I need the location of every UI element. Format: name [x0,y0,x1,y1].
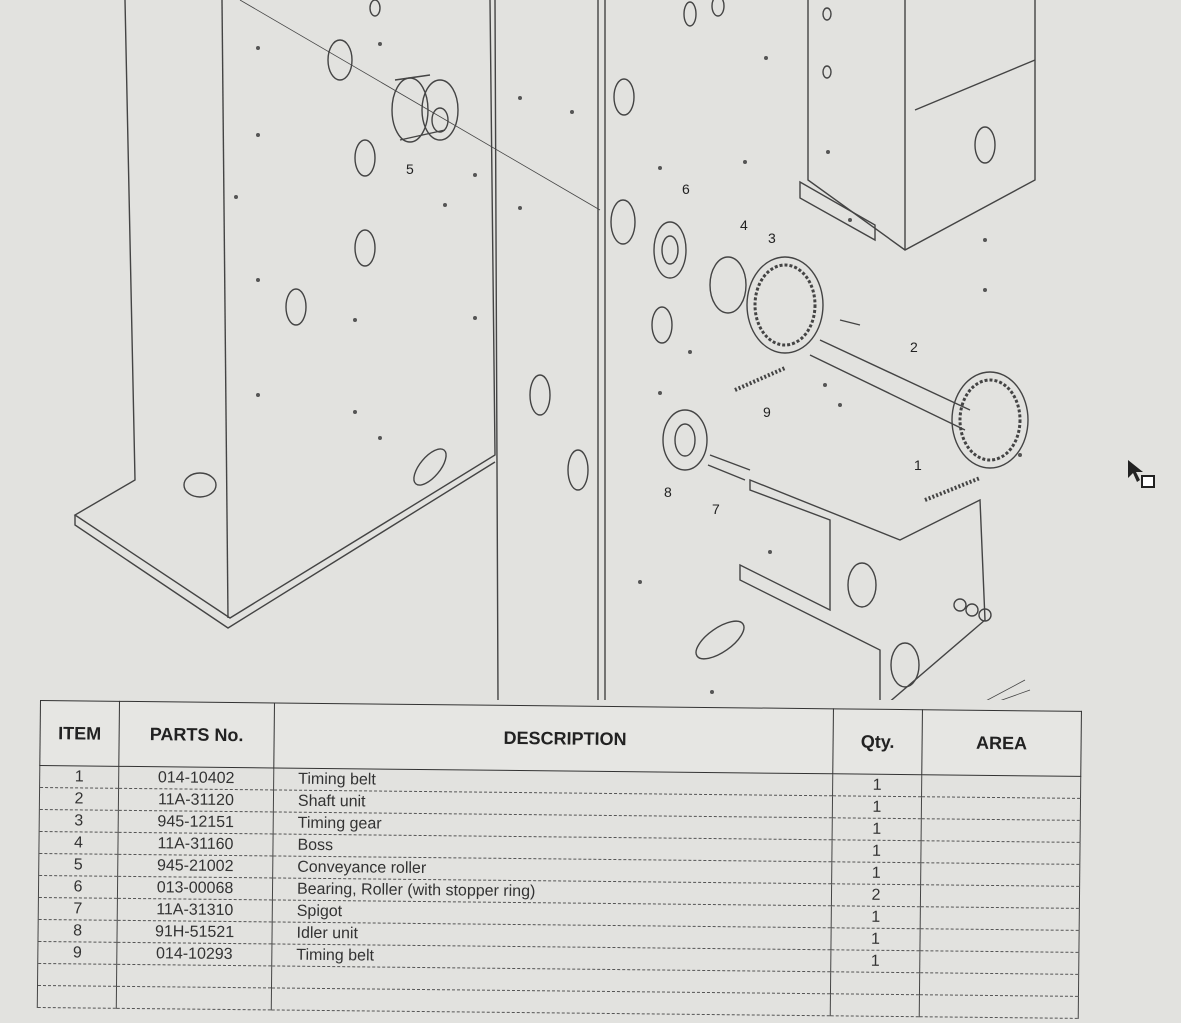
empty-cell [116,986,272,1010]
callout-3: 3 [768,230,776,246]
middle-plate [494,0,599,700]
conveyance-roller [239,0,601,211]
cell-parts-no: 91H-51521 [116,920,273,944]
boss [709,256,747,314]
cell-area [919,928,1080,953]
cell-qty: 1 [831,839,922,863]
empty-cell [116,964,272,988]
cell-qty: 2 [831,883,921,907]
cell-area [919,950,1079,975]
cell-parts-no: 11A-31120 [118,788,274,812]
empty-cell [919,994,1079,1019]
header-parts-no: PARTS No. [118,701,275,768]
timing-belt-9 [734,366,786,392]
cell-item: 8 [37,919,118,943]
empty-cell [37,963,117,987]
cell-qty: 1 [831,861,921,885]
empty-cell [919,972,1079,997]
cell-qty: 1 [832,773,922,797]
header-item: ITEM [39,700,120,767]
cell-area [920,906,1080,931]
header-qty: Qty. [832,708,923,775]
cell-item: 3 [39,809,119,833]
shaft [809,339,971,431]
callout-2: 2 [910,339,918,355]
header-description: DESCRIPTION [273,702,834,774]
callout-labels: 1 2 3 4 5 6 7 8 9 [406,161,922,517]
empty-cell [271,987,831,1016]
cell-item: 7 [38,897,118,921]
callout-4: 4 [740,217,748,233]
cell-area [920,884,1080,909]
cell-item: 9 [37,941,117,965]
cell-qty: 1 [832,817,922,841]
cell-parts-no: 11A-31310 [117,898,273,922]
cell-parts-no: 014-10293 [116,942,272,966]
spigot [707,454,751,481]
mouse-cursor-icon [1128,460,1155,488]
cell-qty: 1 [830,927,921,951]
cell-parts-no: 945-21002 [117,854,273,878]
cell-qty: 1 [830,949,920,973]
cell-area [921,796,1081,821]
cell-parts-no: 014-10402 [118,766,274,790]
cell-item: 2 [39,787,119,811]
right-housing [807,0,1036,251]
cell-area [920,840,1081,865]
empty-cell [830,993,920,1017]
callout-1: 1 [914,457,922,473]
timing-belt-1 [924,476,981,502]
cell-area [920,862,1080,887]
bracket [739,478,986,700]
empty-cell [37,985,117,1009]
callout-8: 8 [664,484,672,500]
cell-parts-no: 945-12151 [118,810,274,834]
bearing [653,221,687,279]
callout-9: 9 [763,404,771,420]
empty-cell [830,971,920,995]
cell-item: 1 [39,765,119,789]
idler-unit [662,409,708,471]
cell-qty: 1 [831,905,921,929]
cell-parts-no: 013-00068 [117,876,273,900]
callout-7: 7 [712,501,720,517]
cell-item: 4 [38,831,119,855]
callout-6: 6 [682,181,690,197]
cell-qty: 1 [832,795,922,819]
header-area: AREA [921,709,1082,777]
cell-area [921,774,1081,799]
cell-area [921,818,1081,843]
exploded-parts-diagram: 1 2 3 4 5 6 7 8 9 [73,0,1036,700]
cell-item: 5 [38,853,118,877]
cell-parts-no: 11A-31160 [117,832,274,856]
cell-item: 6 [38,875,118,899]
left-side-panel [73,0,496,619]
callout-5: 5 [406,161,414,177]
table-header-row: ITEM PARTS No. DESCRIPTION Qty. AREA [39,700,1082,777]
timing-gear [746,256,1029,469]
